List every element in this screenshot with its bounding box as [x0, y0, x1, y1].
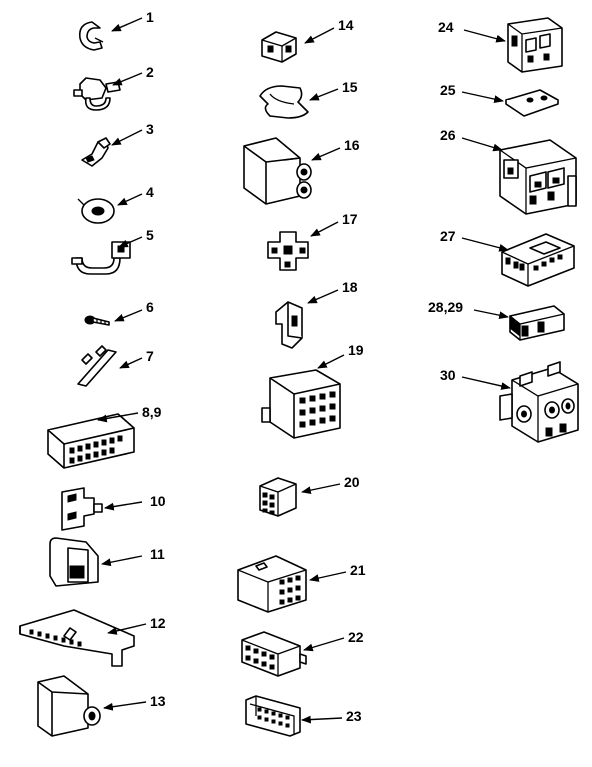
leader-3 [111, 129, 143, 146]
leader-28-29 [473, 309, 509, 320]
label-21: 21 [350, 562, 366, 578]
part-20-block [259, 477, 297, 517]
label-24: 24 [438, 19, 454, 35]
part-26-assembly [499, 139, 577, 215]
leader-24 [463, 29, 506, 43]
part-27-housing [501, 233, 575, 287]
part-23-header [245, 695, 301, 737]
label-15: 15 [342, 79, 358, 95]
part-12-strip-connector [19, 609, 135, 667]
leader-12 [107, 623, 147, 635]
part-1-clip [78, 21, 104, 51]
part-13-housing [37, 675, 101, 737]
label-5: 5 [146, 227, 154, 243]
label-20: 20 [344, 474, 360, 490]
leader-10 [104, 501, 143, 511]
label-23: 23 [346, 708, 362, 724]
label-2: 2 [146, 64, 154, 80]
label-1: 1 [146, 9, 154, 25]
leader-20 [301, 483, 341, 495]
label-26: 26 [440, 127, 456, 143]
label-8-9: 8,9 [142, 404, 162, 420]
leader-5 [118, 236, 143, 248]
label-25: 25 [440, 82, 456, 98]
part-3-wire-clip [81, 137, 111, 167]
part-2-clamp [73, 77, 121, 111]
label-7: 7 [146, 348, 154, 364]
part-4-grommet [77, 198, 115, 224]
label-22: 22 [348, 629, 364, 645]
leader-18 [307, 289, 339, 304]
label-14: 14 [338, 17, 354, 33]
leader-26 [461, 137, 503, 152]
part-14-plug [261, 31, 297, 63]
part-15-sleeve [259, 85, 309, 119]
leader-11 [101, 555, 143, 567]
label-28-29: 28,29 [428, 299, 463, 315]
label-12: 12 [150, 615, 166, 631]
part-24-block [507, 17, 563, 73]
part-19-multi-connector [261, 369, 341, 439]
leader-22 [303, 637, 345, 652]
leader-23 [301, 715, 343, 724]
part-30-junction-block [499, 361, 579, 443]
leader-1 [111, 17, 143, 32]
label-11: 11 [150, 546, 165, 562]
label-30: 30 [440, 367, 456, 383]
leader-21 [309, 571, 347, 582]
leader-17 [310, 221, 339, 237]
label-3: 3 [146, 121, 154, 137]
label-10: 10 [150, 493, 166, 509]
label-4: 4 [146, 184, 154, 200]
part-6-screw [84, 315, 110, 326]
leader-19 [317, 354, 345, 369]
leader-16 [311, 147, 341, 161]
label-6: 6 [146, 299, 154, 315]
leader-27 [461, 237, 509, 252]
part-18-clip [275, 301, 303, 349]
leader-2 [112, 72, 143, 86]
leader-6 [114, 309, 143, 322]
part-7-strip-clip [77, 345, 117, 387]
part-17-cross-connector [267, 231, 309, 271]
leader-13 [103, 701, 147, 711]
part-22-connector [241, 631, 307, 677]
label-27: 27 [440, 228, 456, 244]
part-11-terminal [49, 537, 99, 587]
leader-15 [309, 88, 339, 101]
part-25-plate [505, 89, 559, 117]
label-18: 18 [342, 279, 358, 295]
label-16: 16 [344, 137, 360, 153]
part-28-29-bracket [509, 305, 565, 341]
label-17: 17 [342, 211, 358, 227]
part-16-housing [243, 137, 312, 205]
label-19: 19 [348, 342, 364, 358]
part-8-9-connector [47, 413, 135, 469]
part-21-block [237, 555, 307, 613]
part-10-connector [61, 487, 103, 531]
label-13: 13 [150, 693, 166, 709]
leader-25 [461, 91, 504, 103]
leader-30 [461, 376, 511, 390]
leader-8-9 [97, 412, 139, 423]
leader-7 [119, 357, 143, 369]
leader-14 [304, 27, 335, 44]
leader-4 [117, 193, 143, 206]
part-5-cable-clamp [71, 241, 131, 275]
